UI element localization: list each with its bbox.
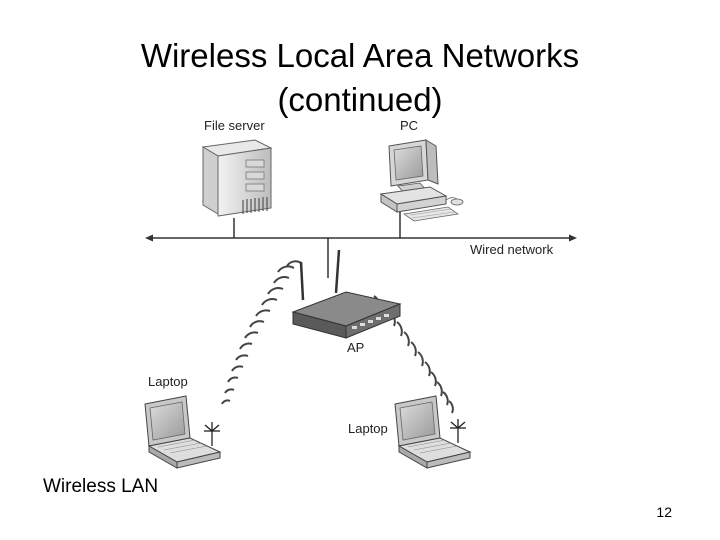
- pc-icon: [379, 139, 464, 222]
- slide-title: Wireless Local Area Networks (continued): [0, 34, 720, 122]
- file-server-label: File server: [204, 118, 265, 133]
- antenna-icon: [450, 419, 466, 443]
- file-server-icon: [201, 139, 273, 217]
- wired-network-label: Wired network: [470, 242, 554, 257]
- access-point-icon: [291, 249, 402, 339]
- wireless-signal-icon: [221, 260, 302, 405]
- laptop-right-label: Laptop: [348, 421, 388, 436]
- slide-title-line-1: Wireless Local Area Networks: [140, 37, 580, 74]
- laptop-left-label: Laptop: [148, 374, 188, 389]
- laptop-icon: [394, 395, 472, 469]
- slide-caption: Wireless LAN: [43, 476, 159, 497]
- slide-title-line-2: (continued): [277, 81, 443, 118]
- pc-label: PC: [400, 118, 418, 133]
- page-number: 12: [656, 504, 672, 520]
- laptop-icon: [144, 395, 222, 469]
- antenna-icon: [204, 422, 220, 446]
- ap-label: AP: [347, 340, 364, 355]
- wired-network-line: [145, 212, 577, 278]
